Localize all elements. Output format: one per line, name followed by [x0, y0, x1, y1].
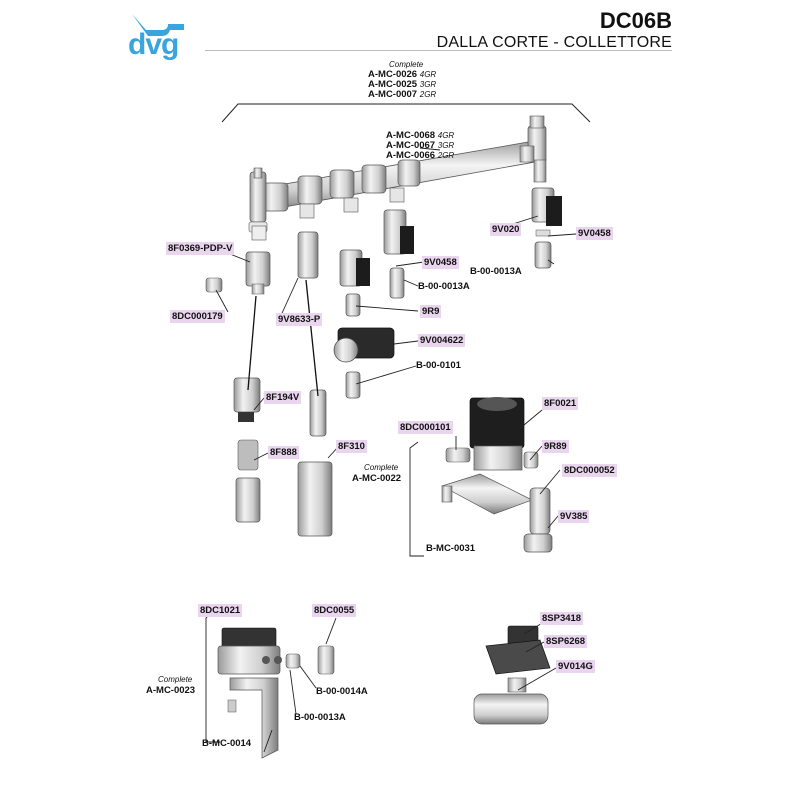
part-label: 9V020	[490, 223, 522, 236]
part-code: B-00-0013A	[470, 266, 522, 277]
part-label: 8F888	[268, 446, 299, 459]
part-label: 8F0021	[542, 397, 579, 410]
part-label: 9V0458	[422, 256, 459, 269]
part-label: 8DC0055	[312, 604, 357, 617]
left-valve-cartridge	[297, 231, 333, 537]
top-group-complete-note: Complete	[389, 60, 424, 69]
top-group-codes: A-MC-0026 4GR A-MC-0025 3GR A-MC-0007 2G…	[368, 70, 444, 100]
complete-note: Complete	[158, 675, 193, 684]
part-label: 8DC1021	[198, 604, 243, 617]
complete-assembly-code: A-MC-0023	[146, 685, 196, 696]
header: dvg DC06B DALLA CORTE - COLLETTORE	[0, 0, 800, 61]
solenoid-valve-group	[441, 397, 553, 553]
top-group-row: A-MC-0007 2GR	[368, 89, 437, 100]
document-subtitle: DALLA CORTE - COLLETTORE	[436, 34, 672, 51]
top-group-row: A-MC-0026 4GR	[368, 69, 437, 80]
part-code: B-00-0101	[416, 360, 461, 371]
middle-valve-1	[383, 209, 414, 299]
part-label: 8SP3418	[540, 612, 584, 625]
part-code: B-00-0014A	[316, 686, 368, 697]
middle-valve-2	[339, 249, 370, 317]
group-bracket	[221, 103, 591, 123]
part-label: 8F194V	[264, 391, 302, 404]
part-code: B-MC-0014	[202, 738, 252, 749]
logo-text: dvg	[128, 28, 179, 61]
part-label: 9V8633-P	[276, 313, 323, 326]
bottom-right-valve-group	[473, 625, 551, 725]
part-code: B-MC-0031	[426, 543, 476, 554]
left-pressure-switch	[233, 225, 271, 523]
part-label: 8DC000101	[398, 421, 453, 434]
document-code: DC06B	[599, 8, 672, 33]
part-label: 8DC000052	[562, 464, 617, 477]
header-divider	[205, 50, 672, 51]
part-label: 9V385	[558, 510, 590, 523]
part-label: 9R9	[420, 305, 442, 318]
right-valve-column	[531, 187, 562, 269]
small-filter	[205, 277, 223, 293]
manifold-group-row: A-MC-0068 4GR	[386, 130, 455, 141]
part-label: 9V014G	[556, 660, 595, 673]
part-code: B-00-0013A	[294, 712, 346, 723]
manifold-group-codes: A-MC-0068 4GR A-MC-0067 3GR A-MC-0066 2G…	[386, 131, 462, 161]
pump-motor	[333, 327, 395, 399]
part-label: 8F0369-PDP-V	[166, 242, 235, 255]
manifold-group-row: A-MC-0066 2GR	[386, 150, 455, 161]
part-label: 9R89	[542, 440, 569, 453]
top-group-row: A-MC-0025 3GR	[368, 79, 437, 90]
part-label: 8SP6268	[544, 635, 588, 648]
part-label: 9V004622	[418, 334, 466, 347]
part-label: 8DC000179	[170, 310, 225, 323]
manifold-assembly	[248, 115, 547, 233]
complete-note: Complete	[364, 463, 399, 472]
manifold-group-row: A-MC-0067 3GR	[386, 140, 455, 151]
dvg-logo-icon	[132, 14, 184, 36]
part-code: B-00-0013A	[418, 281, 470, 292]
part-label: 8F310	[336, 440, 367, 453]
complete-assembly-code: A-MC-0022	[352, 473, 402, 484]
bottom-left-bracket-group	[217, 627, 335, 759]
part-label: 9V0458	[576, 227, 613, 240]
